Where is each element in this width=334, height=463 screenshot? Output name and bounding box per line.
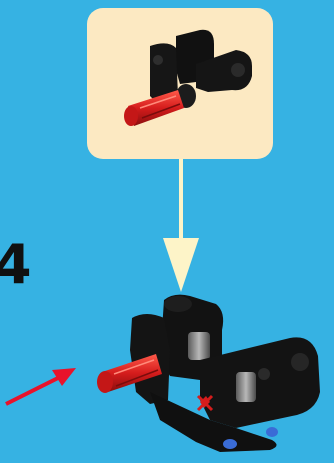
red-pointer-arrow-icon: [6, 368, 76, 404]
assembled-model-icon: [97, 295, 320, 452]
beam-with-axle-icon: [124, 30, 252, 126]
down-arrow-icon: [163, 159, 199, 292]
